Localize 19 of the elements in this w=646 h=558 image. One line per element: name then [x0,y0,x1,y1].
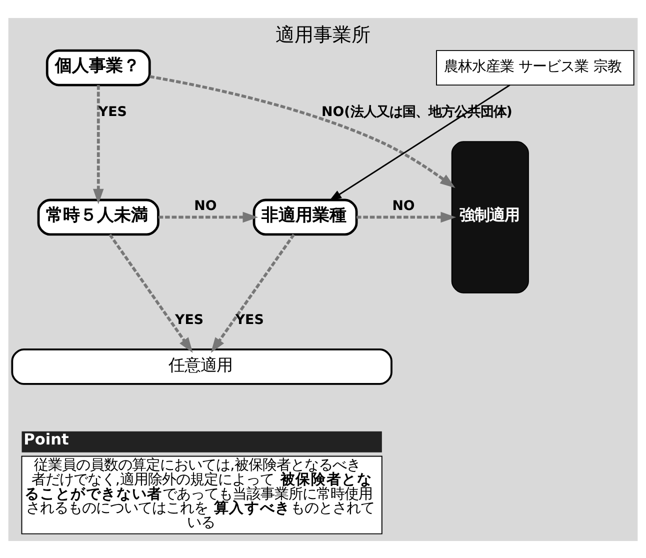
arrow [108,233,193,352]
node-box: 任意適用 [11,348,392,384]
diagram-title: 適用事業所 [276,22,370,46]
node-box: 非適用業種 [252,198,358,236]
edge-label: NO [194,198,217,214]
arrow [356,211,456,222]
node-box: 常時５人未満 [37,198,160,236]
arrow [149,74,456,188]
arrow [93,84,104,204]
edge-label: YES [235,312,264,328]
edge-label: YES [98,104,127,120]
node-box: 農林水産業 サービス業 宗教 [436,50,634,86]
node-box: 個人事業？ [46,48,151,86]
arrow [158,211,258,222]
arrow [329,84,510,201]
edge-label: YES [175,312,204,328]
arrow [210,233,295,352]
node-box: 強制適用 [451,140,529,293]
edge-label: NO [392,198,415,214]
